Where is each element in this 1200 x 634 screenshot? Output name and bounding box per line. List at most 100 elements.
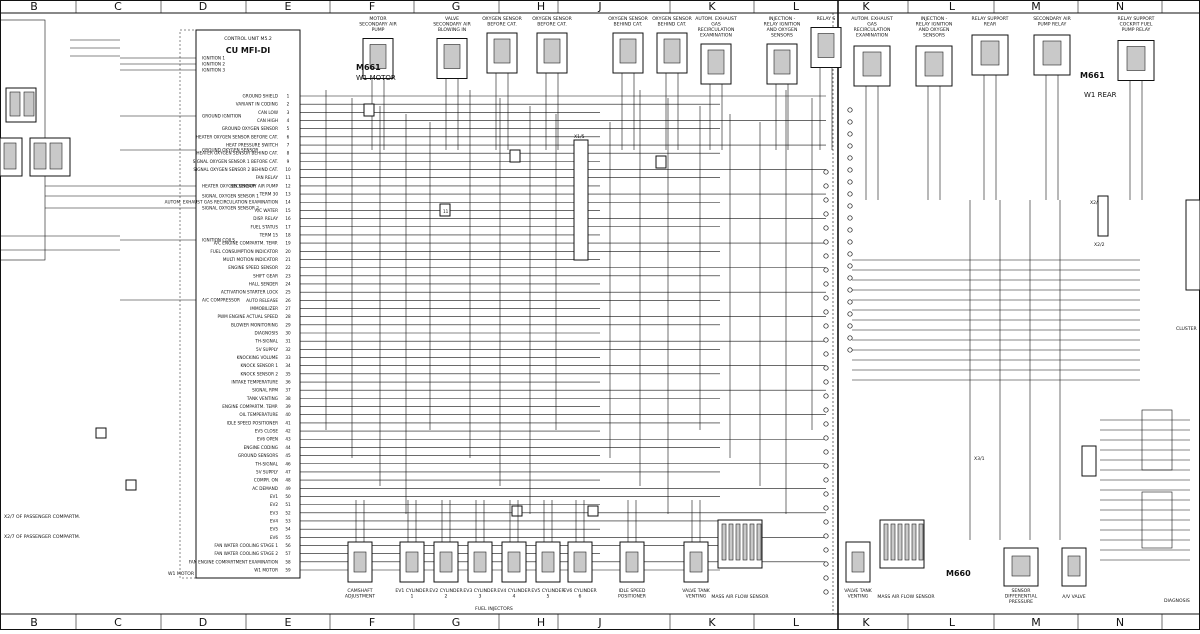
bottom-component-label: 3 bbox=[479, 594, 482, 600]
column-letter-top: F bbox=[369, 0, 375, 13]
top-component-label: REAR bbox=[984, 22, 997, 28]
column-letter-bottom: H bbox=[537, 616, 545, 629]
column-letter-top: K bbox=[708, 0, 716, 13]
top-component-label: GAS bbox=[711, 22, 721, 28]
control-unit-pin-number: 22 bbox=[285, 265, 291, 270]
connector-dot bbox=[847, 287, 853, 293]
control-unit-pin-number: 47 bbox=[285, 469, 291, 474]
control-unit-pin-label: KNOCKING VOLUME bbox=[237, 355, 279, 360]
top-component-core bbox=[493, 38, 511, 64]
label-block-a bbox=[1141, 409, 1173, 471]
control-unit-pin-label: A/C ENGINE COMPARTM. TEMP. bbox=[214, 241, 278, 246]
w1-rear-tag: W1 REAR bbox=[1084, 91, 1117, 99]
bottom-component-core bbox=[541, 551, 555, 573]
top-component-label: PUMP bbox=[372, 27, 385, 33]
connector-dot bbox=[823, 267, 829, 273]
sensor-cell bbox=[904, 523, 910, 561]
column-letter-bottom: M bbox=[1031, 616, 1041, 629]
x15-tag: X1/5 bbox=[574, 134, 585, 140]
control-unit-pin-number: 56 bbox=[285, 543, 291, 548]
sensor-cell bbox=[742, 523, 748, 561]
control-unit-pin-number: 58 bbox=[285, 559, 291, 564]
top-component-label: RELAY IGNITION bbox=[764, 22, 801, 28]
control-unit-pin-label: EV4 bbox=[270, 518, 279, 523]
control-unit-pin-label: HALL SENDER bbox=[249, 281, 278, 286]
control-unit-pin-label: SECONDARY AIR PUMP bbox=[231, 183, 279, 188]
bottom-component-label: 2 bbox=[445, 594, 448, 600]
connector-dot bbox=[847, 311, 853, 317]
control-unit-pin-label: KNOCK SENSOR 1 bbox=[241, 363, 279, 368]
connector-dot bbox=[823, 505, 829, 511]
sensor-cell bbox=[728, 523, 734, 561]
control-unit-pin-label: 5V SUPPLY bbox=[256, 347, 278, 352]
top-component-label: RELAY S bbox=[817, 16, 836, 22]
bottom-component-label: A/V VALVE bbox=[1062, 594, 1085, 600]
control-unit-pin-label: GROUND SENSORS bbox=[238, 453, 279, 458]
top-component-label: VALVE bbox=[445, 16, 459, 22]
passenger-compartment-label-1: X2/7 OF PASSENGER COMPARTM. bbox=[4, 514, 80, 520]
top-component-label: SECONDARY AIR bbox=[1033, 16, 1071, 22]
column-letter-bottom: N bbox=[1116, 616, 1124, 629]
control-unit: CONTROL UNIT M5.2 CU MFI-DI GROUND SHIEL… bbox=[120, 29, 301, 579]
bottom-component-label: 4 bbox=[513, 594, 516, 600]
column-letter-top: N bbox=[1116, 0, 1124, 13]
top-component-label: BEFORE CAT. bbox=[487, 22, 517, 28]
junction-11-label: 11 bbox=[443, 209, 449, 214]
control-unit-pin-number: 35 bbox=[285, 371, 291, 376]
mass-air-flow-sensor-label: MASS AIR FLOW SENSOR bbox=[711, 594, 769, 600]
connector-dot bbox=[847, 131, 853, 137]
control-unit-pin-label: ENGINE SPEED SENSOR bbox=[228, 265, 278, 270]
control-unit-pin-label: HEAT PRESSURE SWITCH bbox=[226, 143, 278, 148]
top-component-core bbox=[369, 44, 387, 69]
column-letter-bottom: L bbox=[949, 616, 956, 629]
junction-f bbox=[125, 479, 137, 491]
top-component-core bbox=[862, 51, 882, 77]
left-relay-1-core bbox=[9, 91, 21, 117]
junction-2 bbox=[363, 103, 375, 117]
control-unit-left-label: SIGNAL OXYGEN SENSOR 1 bbox=[202, 194, 259, 199]
top-component-label: AND OXYGEN bbox=[919, 27, 950, 33]
control-unit-pin-label: EV2 bbox=[270, 502, 279, 507]
top-component-body bbox=[362, 38, 394, 79]
top-component-label: AUTOM. EXHAUST bbox=[695, 16, 737, 22]
bottom-component-label: VALVE TANK bbox=[682, 588, 711, 594]
top-component-core bbox=[707, 49, 725, 75]
control-unit-pin-number: 54 bbox=[285, 527, 291, 532]
control-unit-pin-number: 32 bbox=[285, 347, 291, 352]
x3-1-tag: X3/1 bbox=[974, 456, 985, 462]
diagnosis-label: DIAGNOSIS bbox=[1164, 598, 1190, 604]
connector-dot bbox=[823, 351, 829, 357]
m661-tag-right: M661 bbox=[1080, 71, 1105, 80]
control-unit-pin-number: 6 bbox=[287, 134, 290, 139]
top-component-label: OXYGEN SENSOR bbox=[652, 16, 692, 22]
m660-tag: M660 bbox=[946, 569, 971, 578]
top-component-core bbox=[663, 38, 681, 64]
top-component-core bbox=[443, 44, 461, 69]
left-relay-2-core bbox=[3, 142, 17, 170]
junction-g bbox=[95, 427, 107, 439]
top-component-label: RELAY SUPPORT bbox=[972, 16, 1009, 22]
control-unit-pin-number: 12 bbox=[285, 183, 291, 188]
control-unit-pin-label: A/C WATER bbox=[255, 208, 278, 213]
control-unit-pin-label: EV1 bbox=[270, 494, 279, 499]
top-component-label: RELAY IGNITION bbox=[916, 22, 953, 28]
bottom-component-label: EV5 CYLINDER bbox=[531, 588, 565, 594]
control-unit-pin-number: 10 bbox=[285, 167, 291, 172]
control-unit-pin-number: 20 bbox=[285, 249, 291, 254]
control-unit-pin-label: EV6 OPEN bbox=[257, 437, 278, 442]
column-letter-bottom: E bbox=[285, 616, 292, 629]
control-unit-pin-number: 8 bbox=[287, 151, 290, 156]
control-unit-left-label: A/C COMPRESSOR bbox=[202, 298, 240, 303]
control-unit-pin-number: 33 bbox=[285, 355, 291, 360]
control-unit-pin-number: 28 bbox=[285, 314, 291, 319]
top-component-core bbox=[817, 33, 835, 58]
bottom-component-label: 6 bbox=[579, 594, 582, 600]
control-unit-pin-label: TERM 15 bbox=[259, 232, 279, 237]
connector-dot bbox=[847, 299, 853, 305]
connector-dot bbox=[823, 309, 829, 315]
connector-dot bbox=[847, 215, 853, 221]
